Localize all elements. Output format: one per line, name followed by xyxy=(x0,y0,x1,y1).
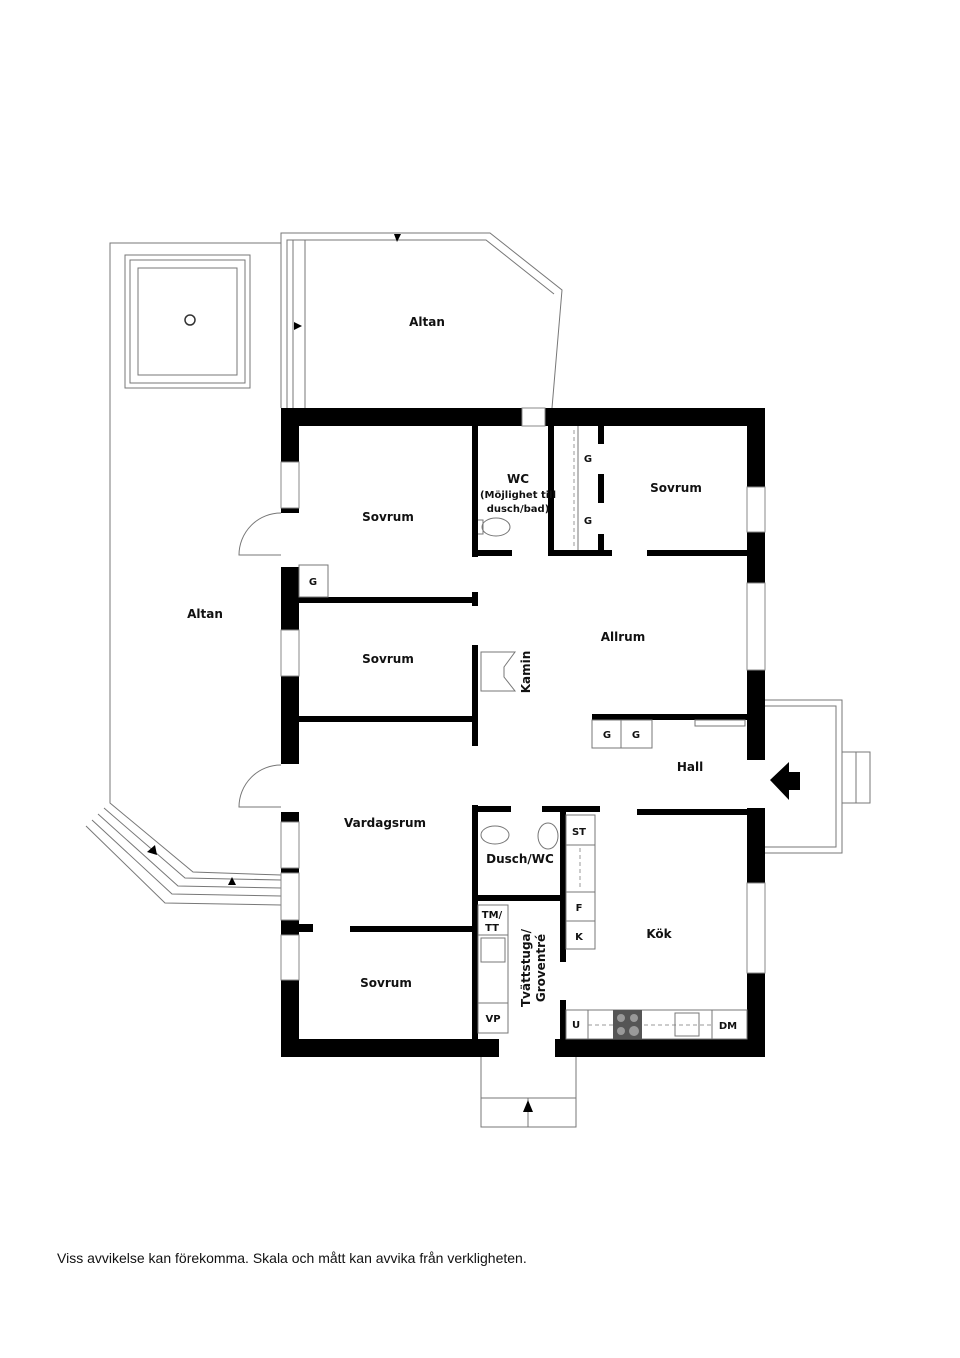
room-note-wc: (Möjlighet till xyxy=(480,490,556,501)
room-label-dusch-wc: Dusch/WC xyxy=(486,852,554,866)
room-label-allrum: Allrum xyxy=(601,630,645,644)
fixture-label-tt: TT xyxy=(485,923,499,934)
back-porch xyxy=(480,1057,577,1128)
sink-icon xyxy=(537,822,559,850)
sink-icon xyxy=(480,937,506,963)
arrow-icon xyxy=(394,234,401,242)
fixture-label-dm: DM xyxy=(719,1021,737,1032)
arrow-icon xyxy=(228,877,236,885)
altan-top-outline xyxy=(280,232,563,409)
room-label-sovrum: Sovrum xyxy=(650,481,702,495)
label-kamin: Kamin xyxy=(519,651,533,694)
arrow-icon xyxy=(294,322,302,330)
closet-label: G xyxy=(584,454,592,465)
sink-icon xyxy=(674,1012,700,1037)
fixture-label-f: F xyxy=(576,903,583,914)
toilet-icon xyxy=(480,825,510,845)
closet-label: G xyxy=(309,577,317,588)
stove-icon xyxy=(613,1010,642,1039)
arrow-icon xyxy=(523,1100,533,1112)
entrance-porch xyxy=(765,699,871,854)
fixtures xyxy=(298,426,748,1040)
doors xyxy=(238,512,282,808)
fixture-label-tm: TM/ xyxy=(482,910,503,921)
room-label-hall: Hall xyxy=(677,760,703,774)
fixture-label-k: K xyxy=(575,932,584,943)
windows xyxy=(280,407,766,981)
room-label-sovrum: Sovrum xyxy=(362,652,414,666)
room-label-tvattstuga: Tvättstuga/ xyxy=(519,928,533,1007)
arrow-icon xyxy=(147,845,157,855)
room-label-altan: Altan xyxy=(187,607,223,621)
room-label-vardagsrum: Vardagsrum xyxy=(344,816,426,830)
room-label-wc: WC xyxy=(507,472,529,486)
outer-walls xyxy=(281,408,765,1057)
room-label-altan: Altan xyxy=(409,315,445,329)
toilet-icon xyxy=(481,517,511,537)
altan-left-outline xyxy=(85,242,282,906)
hot-tub xyxy=(124,254,251,389)
room-label-groventre: Groventré xyxy=(534,934,548,1002)
fireplace-icon xyxy=(480,651,517,692)
fixture-label-vp: VP xyxy=(485,1014,500,1025)
closet-label: G xyxy=(632,730,640,741)
closet-label: G xyxy=(584,516,592,527)
entrance-arrow-icon xyxy=(770,762,800,800)
disclaimer-text: Viss avvikelse kan förekomma. Skala och … xyxy=(57,1250,527,1266)
closet-label: G xyxy=(603,730,611,741)
fixture-label-u: U xyxy=(572,1020,580,1031)
fixture-label-st: ST xyxy=(572,827,586,838)
interior-walls xyxy=(299,426,747,1039)
room-label-sovrum: Sovrum xyxy=(360,976,412,990)
room-note-wc: dusch/bad) xyxy=(487,504,550,515)
room-label-kok: Kök xyxy=(646,927,672,941)
room-label-sovrum: Sovrum xyxy=(362,510,414,524)
